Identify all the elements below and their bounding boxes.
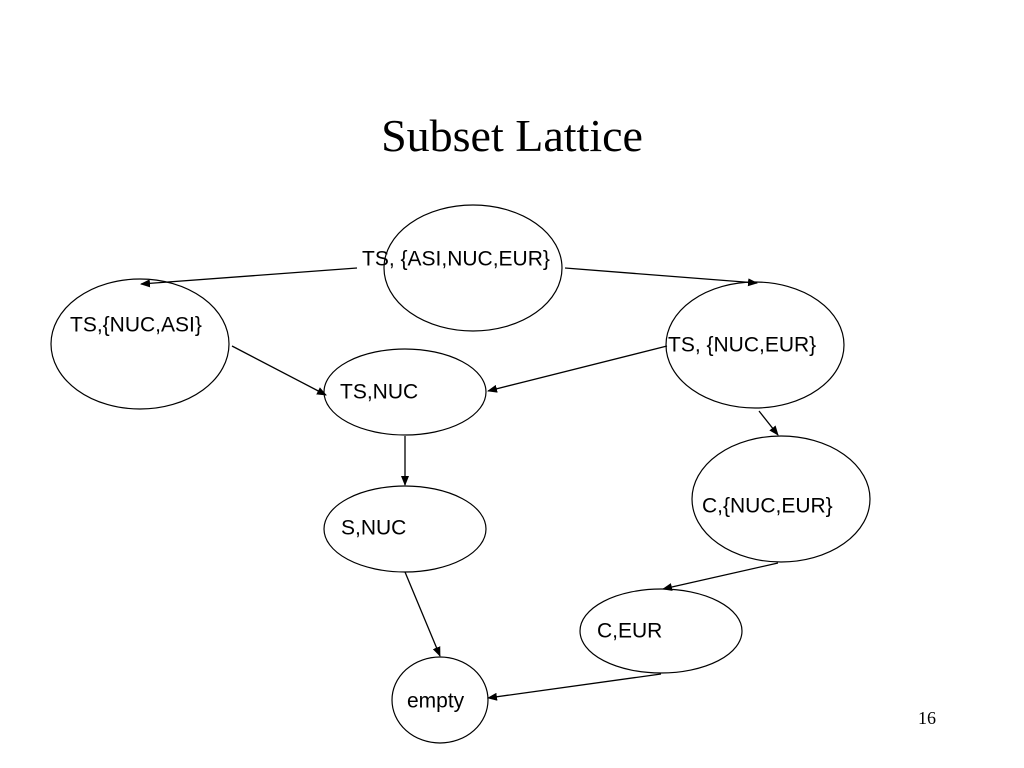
node-ellipse bbox=[323, 485, 487, 573]
node-c-eur: C,EUR bbox=[579, 588, 743, 674]
edge-ts-nuc-eur-to-c-nuc-eur bbox=[758, 410, 779, 436]
node-label: TS, {NUC,EUR} bbox=[668, 334, 816, 357]
page-number: 16 bbox=[918, 708, 936, 728]
edge-c-eur-to-empty bbox=[487, 673, 662, 701]
node-empty: empty bbox=[391, 656, 489, 744]
edge-ts-asi-nuc-eur-to-ts-nuc-eur bbox=[564, 267, 758, 287]
node-label: TS,{NUC,ASI} bbox=[70, 314, 202, 337]
node-label: C,EUR bbox=[597, 620, 662, 643]
edge-layer bbox=[140, 267, 779, 701]
node-ellipse bbox=[665, 281, 845, 409]
edge-ts-asi-nuc-eur-to-ts-nuc-asi bbox=[140, 267, 358, 288]
node-ellipse bbox=[323, 348, 487, 436]
edge-s-nuc-to-empty bbox=[404, 571, 441, 657]
node-label: C,{NUC,EUR} bbox=[702, 495, 833, 518]
edge-ts-nuc-eur-to-ts-nuc bbox=[487, 345, 668, 393]
node-label: TS,NUC bbox=[340, 381, 418, 404]
node-ts-nuc: TS,NUC bbox=[323, 348, 487, 436]
node-ellipse bbox=[579, 588, 743, 674]
node-label: TS, {ASI,NUC,EUR} bbox=[362, 248, 550, 271]
node-c-nuc-eur: C,{NUC,EUR} bbox=[691, 435, 871, 563]
edge-c-nuc-eur-to-c-eur bbox=[662, 562, 779, 591]
edge-ts-nuc-asi-to-ts-nuc bbox=[231, 345, 327, 396]
node-ellipse bbox=[691, 435, 871, 563]
node-ellipse bbox=[50, 278, 230, 410]
node-s-nuc: S,NUC bbox=[323, 485, 487, 573]
node-label: empty bbox=[407, 690, 465, 713]
node-layer: TS, {ASI,NUC,EUR} TS,{NUC,ASI} TS, {NUC,EU… bbox=[50, 204, 871, 744]
slide-title: Subset Lattice bbox=[381, 110, 643, 161]
node-ts-asi-nuc-eur: TS, {ASI,NUC,EUR} bbox=[362, 204, 563, 332]
node-ts-nuc-asi: TS,{NUC,ASI} bbox=[50, 278, 230, 410]
node-label: S,NUC bbox=[341, 517, 406, 540]
node-ellipse bbox=[391, 656, 489, 744]
node-ellipse bbox=[383, 204, 563, 332]
node-ts-nuc-eur: TS, {NUC,EUR} bbox=[665, 281, 845, 409]
